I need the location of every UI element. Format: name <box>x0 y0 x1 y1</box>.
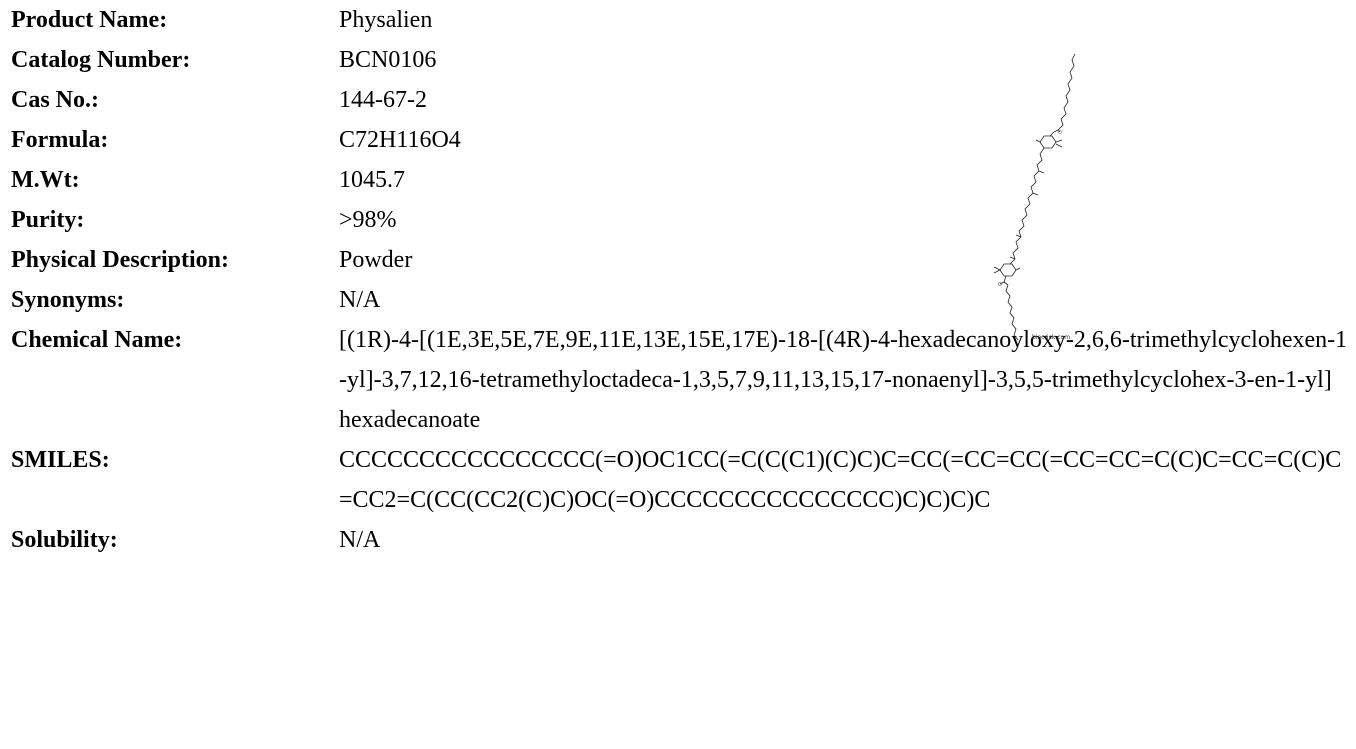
row-physical-description: Physical Description: Powder <box>11 240 1356 280</box>
product-name-label: Product Name: <box>11 7 168 33</box>
physical-description-label: Physical Description: <box>11 247 229 273</box>
chemical-name-value: [(1R)-4-[(1E,3E,5E,7E,9E,11E,13E,15E,17E… <box>339 327 1348 433</box>
solubility-value: N/A <box>339 527 381 553</box>
row-chemical-name: Chemical Name: [(1R)-4-[(1E,3E,5E,7E,9E,… <box>11 320 1356 440</box>
catalog-number-label: Catalog Number: <box>11 47 191 73</box>
oxygen-label-lower: O <box>998 282 1002 288</box>
chemical-structure-image: O O biocrick.com <box>960 52 1090 347</box>
chemical-name-label: Chemical Name: <box>11 327 183 353</box>
row-cas-no: Cas No.: 144-67-2 <box>11 80 1356 120</box>
row-purity: Purity: >98% <box>11 200 1356 240</box>
chemical-structure-drawing: O O <box>993 53 1076 341</box>
row-formula: Formula: C72H116O4 <box>11 120 1356 160</box>
product-name-value: Physalien <box>339 7 433 33</box>
row-solubility: Solubility: N/A <box>11 520 1356 560</box>
purity-label: Purity: <box>11 207 85 233</box>
oxygen-label-upper: O <box>1058 130 1062 136</box>
row-mwt: M.Wt: 1045.7 <box>11 160 1356 200</box>
structure-watermark: biocrick.com <box>1032 334 1071 341</box>
smiles-label: SMILES: <box>11 447 110 473</box>
formula-value: C72H116O4 <box>339 127 461 153</box>
catalog-number-value: BCN0106 <box>339 47 437 73</box>
row-product-name: Product Name: Physalien <box>11 0 1356 40</box>
synonyms-label: Synonyms: <box>11 287 125 313</box>
formula-label: Formula: <box>11 127 109 153</box>
mwt-label: M.Wt: <box>11 167 80 193</box>
physical-description-value: Powder <box>339 247 413 273</box>
solubility-label: Solubility: <box>11 527 118 553</box>
row-smiles: SMILES: CCCCCCCCCCCCCCCC(=O)OC1CC(=C(C(C… <box>11 440 1356 520</box>
purity-value: >98% <box>339 207 397 233</box>
mwt-value: 1045.7 <box>339 167 405 193</box>
row-synonyms: Synonyms: N/A <box>11 280 1356 320</box>
cas-no-value: 144-67-2 <box>339 87 427 113</box>
product-spec-table: Product Name: Physalien Catalog Number: … <box>11 0 1356 560</box>
smiles-value: CCCCCCCCCCCCCCCC(=O)OC1CC(=C(C(C1)(C)C)C… <box>339 447 1342 513</box>
cas-no-label: Cas No.: <box>11 87 99 113</box>
row-catalog-number: Catalog Number: BCN0106 <box>11 40 1356 80</box>
synonyms-value: N/A <box>339 287 381 313</box>
